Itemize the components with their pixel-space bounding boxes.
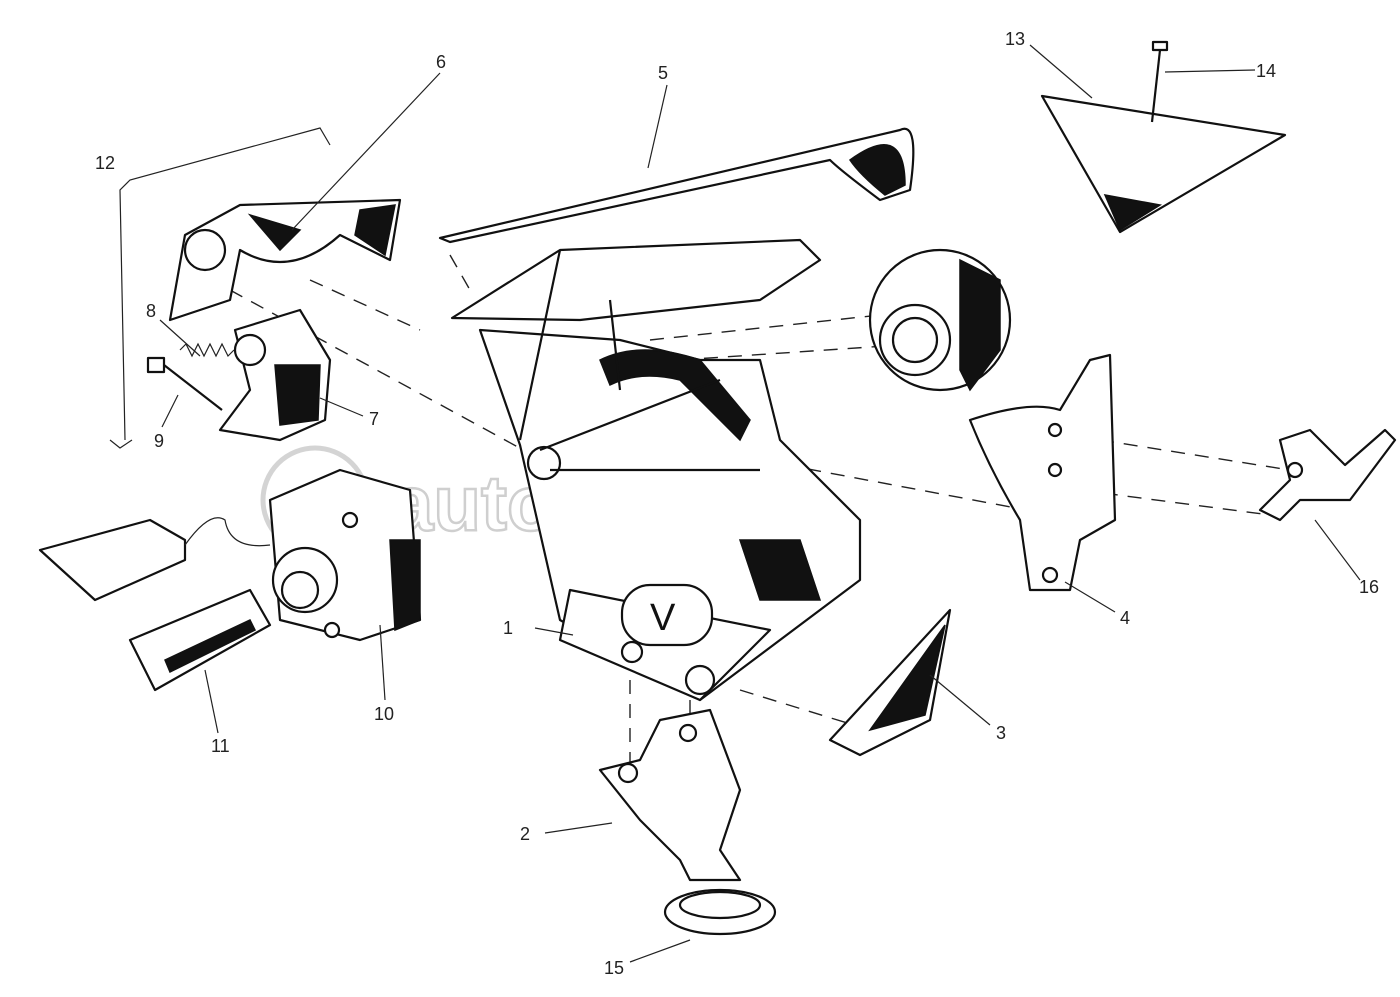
- callout-16: 16: [1359, 577, 1379, 597]
- callout-2: 2: [520, 824, 530, 844]
- leader-lines: [159, 44, 1361, 963]
- part-12-group-bracket: [109, 127, 331, 449]
- part-8-spring: [179, 342, 235, 358]
- callout-15: 15: [604, 958, 624, 978]
- part-16-plate: [1258, 428, 1397, 522]
- callout-7: 7: [369, 409, 379, 429]
- part-9-bolt: [146, 356, 223, 411]
- callout-1: 1: [503, 618, 513, 638]
- part-10-switch: [268, 468, 422, 642]
- callout-labels: 1 2 3 4 5 6 7 8 9 10 11 12 13 14 15 16: [95, 29, 1379, 978]
- callout-12: 12: [95, 153, 115, 173]
- callout-4: 4: [1120, 608, 1130, 628]
- part-11-shaft: [128, 588, 272, 692]
- callout-10: 10: [374, 704, 394, 724]
- callout-14: 14: [1256, 61, 1276, 81]
- part-2-mount: [598, 708, 742, 882]
- part-6-bracket: [168, 198, 402, 322]
- connector-plug: [38, 517, 271, 602]
- part-14-screw: [1150, 40, 1169, 123]
- callout-3: 3: [996, 723, 1006, 743]
- part-5-top-cover: [438, 127, 915, 244]
- logo-v: V: [650, 597, 676, 639]
- part-4-bracket: [968, 353, 1117, 592]
- callout-11: 11: [211, 736, 230, 756]
- part-7-clamp: [218, 308, 332, 442]
- callout-8: 8: [146, 301, 156, 321]
- callout-13: 13: [1005, 29, 1025, 49]
- part-15-ring: [663, 888, 777, 936]
- callout-6: 6: [436, 52, 446, 72]
- callout-5: 5: [658, 63, 668, 83]
- part-1-housing: V: [450, 238, 862, 702]
- callout-9: 9: [154, 431, 164, 451]
- gear-part: [868, 248, 1012, 392]
- part-3-wedge: [828, 608, 952, 757]
- part-13-cover-plate: [1040, 94, 1287, 234]
